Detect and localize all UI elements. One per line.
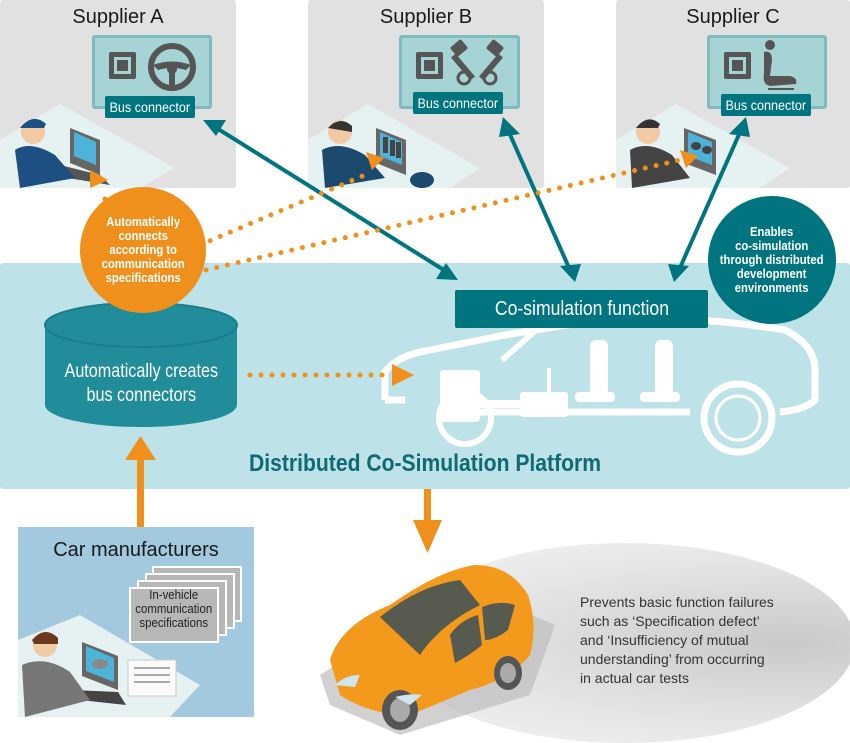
manufacturer-engineer-illustration (18, 615, 200, 717)
supplier-icons-layer (109, 39, 797, 91)
spec-sheet-label: In-vehicle communication specifications (135, 587, 213, 630)
spec-sheet-front (129, 587, 219, 643)
bus-connector-database-icon (44, 302, 238, 427)
chip-icon (724, 52, 751, 79)
co-simulation-function-box: Co-simulation function (455, 290, 708, 328)
arrow-platform-to-car (413, 489, 442, 553)
distributed-environments-bubble: Enables co-simulation through distribute… (708, 196, 836, 324)
teal-arrow-supplier-b (499, 117, 581, 282)
orange-car-illustration (320, 565, 555, 735)
chip-icon (109, 52, 136, 79)
arrow-manufacturer-to-platform (125, 436, 156, 528)
teal-arrow-supplier-a (203, 120, 458, 280)
supplier-a-engineer-illustration (0, 104, 175, 188)
car-manufacturers-title: Car manufacturers (53, 539, 219, 561)
supplier-c-bus-connector: Bus connector (721, 94, 811, 116)
engineers-layer (0, 104, 790, 188)
supplier-c-engineer-illustration (616, 104, 790, 188)
dotted-connector-supplier-b (197, 172, 368, 248)
database-label: Automatically creates bus connectors (64, 361, 218, 406)
engine-pistons-icon (450, 39, 504, 86)
supplier-c-title: Supplier C (686, 6, 780, 28)
dotted-connector-supplier-c (203, 157, 683, 273)
dotted-arrow-to-vehicle (247, 364, 414, 386)
teal-arrow-supplier-c (668, 117, 750, 282)
steering-wheel-icon (148, 43, 196, 91)
supplier-b-title: Supplier B (379, 6, 473, 28)
supplier-b-bus-connector: Bus connector (413, 92, 503, 114)
platform-title: Distributed Co-Simulation Platform (248, 450, 601, 477)
chip-icon (416, 52, 443, 79)
auto-connect-bubble: Automatically connects according to comm… (80, 187, 206, 313)
car-outline-illustration (381, 314, 819, 456)
supplier-a-title: Supplier A (72, 6, 164, 28)
supplier-a-bus-connector: Bus connector (105, 96, 195, 118)
supplier-b-engineer-illustration (308, 104, 480, 188)
outcome-description: Prevents basic function failures such as… (580, 594, 774, 686)
car-seat-icon (763, 40, 797, 90)
